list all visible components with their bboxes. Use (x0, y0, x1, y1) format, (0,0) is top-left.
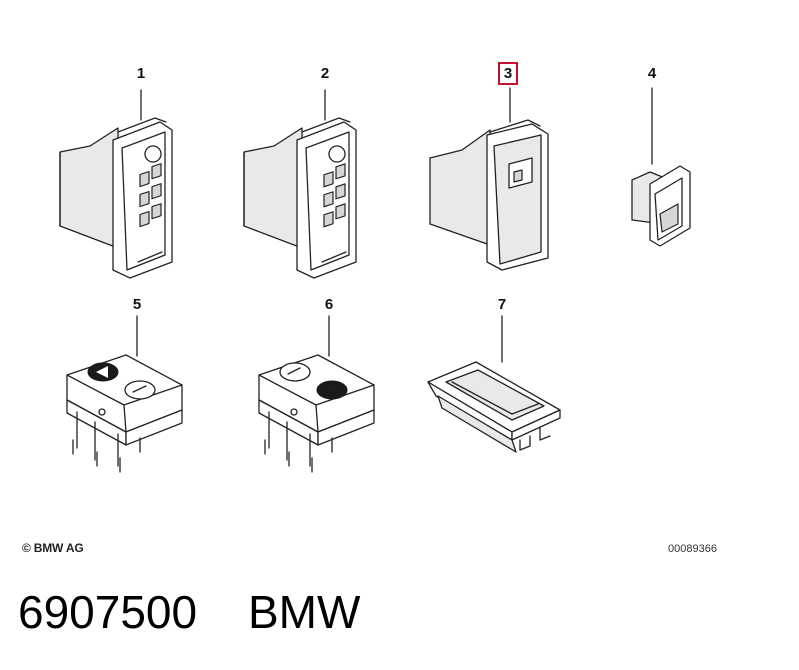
callout-6[interactable]: 6 (324, 296, 334, 313)
part-3-switch-housing[interactable] (429, 87, 549, 271)
callout-7[interactable]: 7 (497, 296, 507, 313)
callout-3-selected[interactable]: 3 (498, 62, 518, 85)
callout-1[interactable]: 1 (136, 65, 146, 82)
copyright-notice: © BMW AG (22, 541, 84, 555)
brand-name: BMW (248, 586, 361, 638)
callout-2[interactable]: 2 (320, 65, 330, 82)
part-7-trim-frame[interactable] (427, 315, 561, 453)
part-4-switch-cover[interactable] (631, 87, 691, 247)
diagram-id: 00089366 (668, 543, 717, 555)
part-6-rocker-switch[interactable] (258, 315, 375, 473)
callout-4[interactable]: 4 (647, 65, 657, 82)
parts-diagram: 1 2 3 4 5 6 7 (59, 62, 691, 473)
callout-5[interactable]: 5 (132, 296, 142, 313)
parts-illustration (59, 87, 691, 473)
part-2-window-switch-block[interactable] (243, 89, 357, 279)
part-1-window-switch-block[interactable] (59, 89, 173, 279)
part-number: 6907500 (18, 586, 198, 638)
part-5-rocker-switch[interactable] (66, 315, 183, 473)
